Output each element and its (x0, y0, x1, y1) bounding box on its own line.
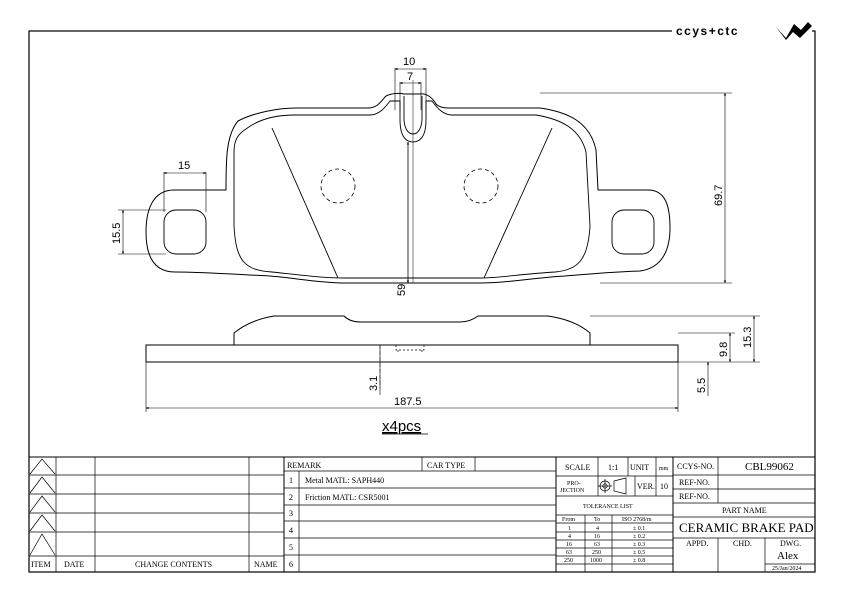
tol-from-3: 16 (566, 542, 572, 548)
friction-outline (233, 100, 591, 279)
pad-outline (145, 92, 671, 284)
logo-text: ccys+ctc (676, 24, 739, 38)
rev-header-date: DATE (64, 560, 85, 569)
projection-symbol-icon (598, 477, 627, 495)
rev-header-name: NAME (254, 560, 278, 569)
remark-no-3: 3 (289, 509, 293, 518)
ref2-label: REF-NO. (679, 492, 710, 501)
friction-block-profile (233, 315, 591, 346)
ver-label: VER. (637, 482, 655, 491)
dim-slot-outer: 10 (403, 56, 415, 68)
appd-label: APPD. (686, 539, 708, 548)
rev-header-change: CHANGE CONTENTS (135, 560, 212, 569)
tolerance-title: TOLERANCE LIST (583, 504, 633, 510)
scale-label: SCALE (565, 463, 590, 472)
left-chamfer-line (271, 127, 339, 279)
title-block (29, 456, 815, 572)
tol-from-5: 250 (564, 558, 573, 564)
ref1-label: REF-NO. (679, 478, 710, 487)
tol-val-3: ± 0.3 (633, 542, 645, 548)
backplate-profile (145, 344, 679, 363)
tol-header-from: From (562, 517, 575, 523)
remark-no-4: 4 (289, 526, 293, 535)
tol-val-2: ± 0.2 (633, 534, 645, 540)
chd-label: CHD. (733, 539, 752, 548)
dim-center-height: 59 (396, 284, 408, 296)
left-pin-circle (320, 168, 356, 204)
tol-val-1: ± 0.1 (633, 526, 645, 532)
dim-edge-depth: 5.5 (696, 378, 708, 393)
part-name: CERAMIC BRAKE PAD (679, 520, 814, 535)
drawn-by: Alex (777, 550, 799, 562)
dim-ear-height: 15.5 (111, 223, 123, 244)
tol-val-5: ± 0.8 (633, 558, 645, 564)
tol-header-iso: ISO 2768/m (622, 517, 652, 523)
dim-slot-inner: 7 (407, 71, 413, 83)
projection-label-1: PRO- (567, 481, 581, 487)
dim-total-length: 187.5 (394, 396, 422, 408)
dim-shim-offset: 3.1 (368, 376, 380, 391)
logo-mark-icon (776, 22, 812, 40)
tol-header-to: To (594, 517, 600, 523)
front-dimensions (118, 67, 732, 284)
left-ear-hole (163, 209, 207, 255)
tol-from-1: 1 (568, 526, 571, 532)
remark-no-2: 2 (289, 493, 293, 502)
dwg-label: DWG. (780, 539, 801, 548)
shim-tab (395, 345, 425, 354)
cartype-label: CAR TYPE (427, 461, 465, 470)
remark-no-5: 5 (289, 543, 293, 552)
projection-label-2: JECTION (560, 488, 585, 494)
company-logo: ccys+ctc (672, 22, 812, 40)
remark-no-1: 1 (289, 476, 293, 485)
dim-total-height: 69.7 (713, 185, 725, 206)
remark-text-2: Friction MATL: CSR5001 (305, 493, 389, 502)
scale-value: 1:1 (608, 463, 618, 472)
tol-from-4: 63 (566, 550, 572, 556)
tol-val-4: ± 0.5 (633, 550, 645, 556)
side-dimensions (145, 315, 760, 412)
ver-value: 10 (660, 482, 668, 491)
dim-backplate-thickness: 9.8 (718, 342, 730, 357)
rev-header-item: ITEM (31, 560, 51, 569)
right-chamfer-line (483, 127, 553, 279)
ccys-label: CCYS-NO. (677, 462, 714, 471)
right-ear-hole (611, 209, 655, 255)
tol-to-1: 4 (596, 526, 599, 532)
tol-to-5: 1000 (590, 558, 602, 564)
ccys-value: CBL99062 (745, 461, 794, 473)
tol-to-3: 63 (594, 542, 600, 548)
remark-no-6: 6 (289, 560, 293, 569)
dim-total-thickness: 15.3 (742, 327, 754, 348)
tol-to-4: 250 (592, 550, 601, 556)
unit-label: UNIT (630, 463, 649, 472)
side-view (145, 315, 679, 388)
part-name-label: PART NAME (722, 506, 767, 515)
unit-value: mm (659, 466, 669, 472)
dim-ear-width: 15 (178, 160, 190, 172)
remark-text-1: Metal MATL: SAPH440 (305, 476, 384, 485)
tol-from-2: 4 (568, 534, 571, 540)
remark-label: REMARK (287, 461, 321, 470)
right-pin-circle (463, 168, 499, 204)
drawing-border (28, 30, 816, 573)
quantity-label: x4pcs (382, 418, 421, 435)
tol-to-2: 16 (594, 534, 600, 540)
drawing-date: 25/Jan/2024 (772, 566, 801, 572)
